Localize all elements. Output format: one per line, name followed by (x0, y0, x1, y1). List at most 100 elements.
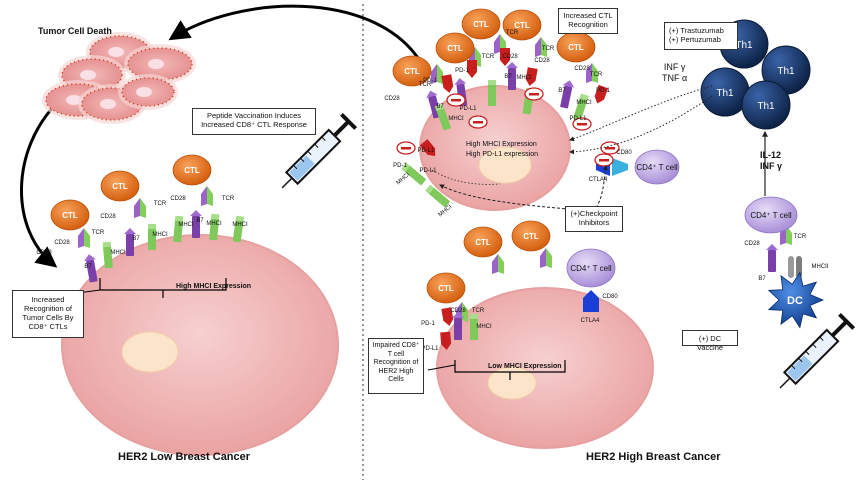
cd4-label: CD4⁺ T cell (750, 211, 791, 220)
pdl1-blocker (468, 115, 488, 129)
tcr-receptor (78, 228, 90, 248)
tcr-receptor (492, 254, 504, 274)
pd1-receptor (525, 67, 538, 86)
ctl-cell-right-1: CTL (392, 55, 432, 87)
dc-label: DC (787, 295, 803, 307)
pd1-receptor (419, 139, 436, 157)
ctla4-label: CTLA4 (589, 177, 608, 183)
th1-label: Th1 (716, 88, 734, 99)
ctl-cell-lower-2: CTL (511, 220, 551, 252)
ctl-label: CTL (62, 211, 78, 220)
ctl-label: CTL (447, 44, 463, 53)
cd4-label: CD4⁺ T cell (636, 163, 677, 172)
ctl-label: CTL (523, 232, 539, 241)
mhci-receptor (434, 103, 451, 131)
cd28-label: CD28 (534, 58, 550, 64)
pdl1-label: PD-L1 (569, 116, 587, 122)
cd28-label: CD28 (744, 241, 760, 247)
b7-receptor (766, 244, 778, 272)
cytokine-inf: INF γ (663, 62, 686, 72)
low-mhci-label: Low MHCI Expression (488, 363, 562, 370)
mhci-receptor (148, 224, 156, 250)
mhci-label: MHCI (476, 324, 492, 330)
tcr-label: TCR (794, 234, 807, 240)
cd4-cell-lower: CD4⁺ T cell (566, 248, 616, 288)
pdl1-blocker (524, 87, 544, 101)
mhci-label: MHCI (438, 204, 454, 219)
ctl-label: CTL (568, 43, 584, 52)
cd28-label: CD28 (574, 66, 590, 72)
b7-label: B7 (132, 236, 140, 242)
pdl1-label: PD-L1 (419, 168, 437, 174)
ctl-cell-lower-3: CTL (426, 272, 466, 304)
arrow-checkpoint-ctla4 (595, 165, 608, 209)
ctla4-blocker (594, 153, 614, 167)
cytokine-il12: IL-12 (760, 150, 782, 160)
pd1-receptor (467, 60, 477, 78)
mhci-label: MHCI (232, 222, 248, 228)
mhcii-receptor (788, 256, 802, 278)
mhci-label: MHCI (516, 75, 532, 81)
pd1-receptor (594, 84, 609, 104)
cd28-label: CD28 (100, 214, 116, 220)
b7-receptor (560, 80, 575, 109)
arrow-checkpoint-pdl1 (439, 184, 581, 211)
arrow-th1-to-mhci (569, 85, 713, 142)
pd1-label: PD-1 (596, 88, 610, 94)
b7-label: B7 (436, 104, 444, 110)
tcr-receptor (431, 64, 443, 84)
antibody-line-1: (+) Trastuzumab (669, 26, 724, 35)
ctl-cell-left-3: CTL (172, 154, 212, 186)
ctl-cell-right-4: CTL (556, 31, 596, 63)
tcr-receptor (586, 63, 598, 83)
checkpoint-box: (+)Checkpoint Inhibitors (565, 206, 623, 232)
dead-tumor-cells (42, 32, 196, 124)
tcr-label: TCR (154, 201, 167, 207)
cd4-label: CD4⁺ T cell (570, 264, 611, 273)
pdl1-label: PD-L1 (421, 346, 439, 352)
cytokine-inf-bottom: INF γ (760, 161, 783, 171)
mhci-label: MHCI (206, 221, 222, 227)
mhci-receptor (425, 184, 450, 208)
pd1-receptor (441, 307, 454, 326)
mhci-receptor (173, 215, 184, 243)
ctl-label: CTL (514, 21, 530, 30)
cytokine-tnf: TNF α (662, 73, 688, 83)
mhci-receptor (209, 213, 220, 241)
ctl-label: CTL (404, 67, 420, 76)
pd1-label: PD-1 (393, 163, 407, 169)
arrow-top-curve (168, 4, 420, 59)
cd28-label: CD28 (170, 196, 186, 202)
pd1-receptor (441, 74, 454, 93)
mhci-label: MHCI (178, 222, 194, 228)
pdl1-label: PD-L1 (417, 148, 435, 154)
antibody-box: (+) Trastuzumab (+) Pertuzumab (664, 22, 738, 50)
mhcii-label: MHCII (812, 264, 829, 270)
syringe-peptide-icon (281, 112, 358, 189)
cd80-label: CD80 (602, 294, 618, 300)
cd28-label: CD28 (384, 96, 400, 102)
pdl1-label: PD-L1 (459, 106, 477, 112)
cd28-label: CD28 (36, 250, 52, 256)
ctl-cell-left-1: CTL (50, 199, 90, 231)
left-expression-label: High MHCI Expression (176, 283, 252, 290)
receptor-layer (78, 34, 802, 350)
pd1-receptor (500, 48, 510, 66)
b7-receptor (506, 62, 518, 90)
pdl1-blocker (446, 93, 466, 107)
th1-label: Th1 (757, 101, 775, 112)
mhci-label: MHCI (110, 250, 126, 256)
tcr-label: TCR (419, 82, 432, 88)
tcr-label: TCR (542, 46, 555, 52)
tumor-death-label: Tumor Cell Death (38, 26, 112, 36)
ctl-label: CTL (112, 182, 128, 191)
cd4-cell-upper: CD4⁺ T cell (634, 149, 680, 185)
cd80-label: CD80 (616, 150, 632, 156)
b7-label: B7 (84, 264, 92, 270)
mhci-receptor (470, 314, 478, 340)
antibody-line-2: (+) Pertuzumab (669, 35, 721, 44)
tcr-label: TCR (472, 308, 485, 314)
tcr-receptor (134, 198, 146, 218)
mhci-label: MHCI (152, 232, 168, 238)
arrow-th1-to-pdl1 (569, 95, 713, 155)
